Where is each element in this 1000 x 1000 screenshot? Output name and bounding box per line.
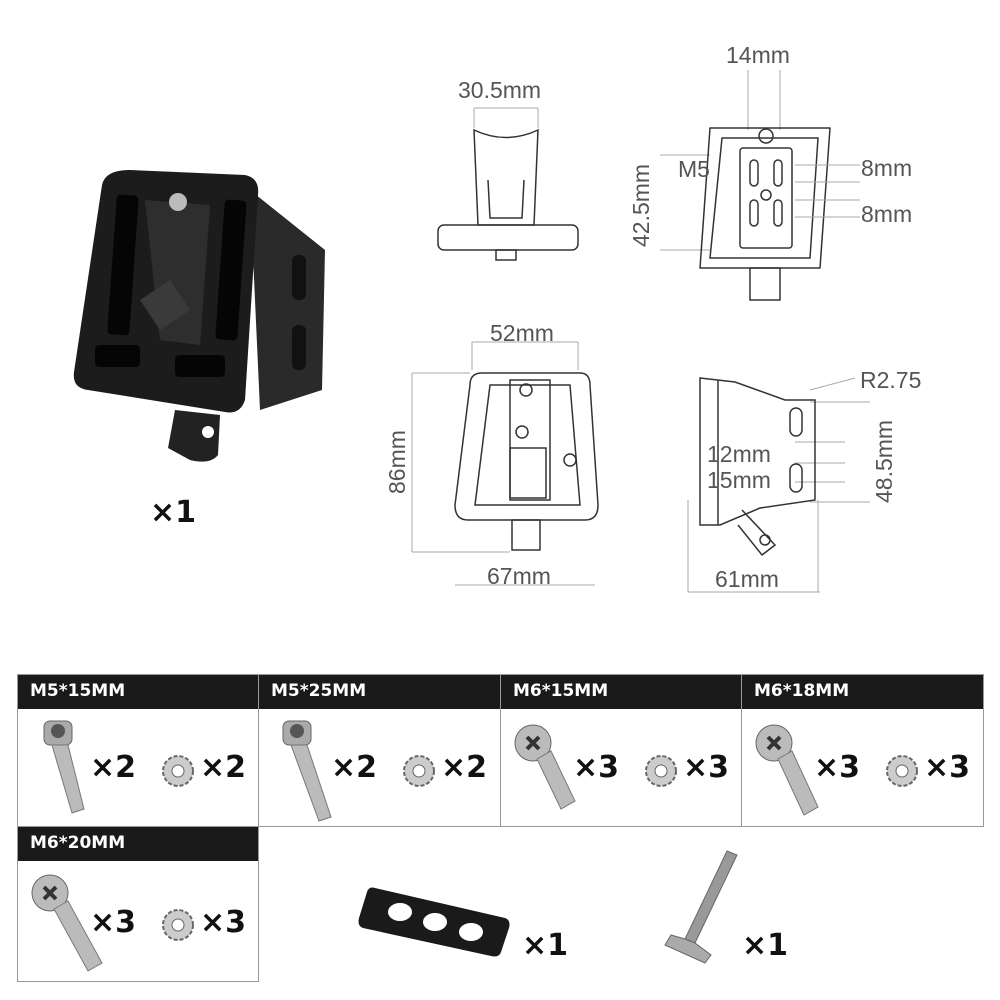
hardware-cell-m6-15: M6*15MM ×3 ×3	[500, 674, 742, 827]
washer-icon	[162, 755, 194, 787]
main-mount-image	[73, 170, 325, 462]
dim-hole-length: 15mm	[707, 467, 771, 493]
hardware-cell-m5-15: M5*15MM ×2 ×2	[17, 674, 259, 827]
screw-qty: ×2	[331, 750, 378, 785]
hardware-label: M5*25MM	[271, 681, 367, 701]
hardware-header: M6*15MM	[501, 675, 741, 709]
washer-icon	[645, 755, 677, 787]
dim-hole-spacing: 12mm	[707, 441, 771, 467]
mounting-plate-icon	[358, 887, 510, 957]
dim-front-height: 86mm	[384, 430, 410, 494]
dim-top-width: 30.5mm	[458, 77, 542, 103]
washer-qty: ×3	[200, 905, 247, 940]
washer-qty: ×2	[441, 750, 488, 785]
dim-front-top-width: 52mm	[490, 320, 554, 346]
washer-qty: ×3	[683, 750, 730, 785]
washer-icon	[886, 755, 918, 787]
hardware-header: M5*15MM	[18, 675, 258, 709]
dim-radius: R2.75	[860, 367, 922, 393]
side-view-drawing	[687, 377, 870, 593]
main-mount-qty: ×1	[150, 495, 197, 530]
washer-qty: ×2	[200, 750, 247, 785]
hardware-cell-m6-20: M6*20MM ×3 ×3	[17, 826, 259, 982]
top-view-drawing	[437, 107, 579, 261]
hex-key-icon	[664, 850, 738, 964]
washer-icon	[403, 755, 435, 787]
plate-qty: ×1	[522, 928, 569, 963]
dim-side-height: 48.5mm	[871, 419, 897, 503]
back-view-drawing	[660, 70, 860, 301]
front-view-drawing	[411, 341, 599, 586]
dim-thread: M5	[678, 156, 710, 182]
countersunk-screw-icon	[755, 724, 819, 816]
hardware-header: M6*18MM	[742, 675, 983, 709]
socket-screw-icon	[43, 720, 85, 814]
dim-front-bottom-width: 67mm	[487, 563, 551, 589]
socket-screw-icon	[282, 720, 332, 822]
screw-qty: ×3	[90, 905, 137, 940]
screw-qty: ×3	[814, 750, 861, 785]
hardware-header: M6*20MM	[18, 827, 258, 861]
hardware-label: M6*18MM	[754, 681, 850, 701]
dim-side-depth: 61mm	[715, 566, 779, 592]
countersunk-screw-icon	[31, 874, 103, 972]
hardware-cell-m5-25: M5*25MM ×2 ×2	[258, 674, 501, 827]
screw-qty: ×3	[573, 750, 620, 785]
dim-slot-top: 8mm	[861, 155, 913, 181]
washer-qty: ×3	[924, 750, 971, 785]
dim-slot-bottom: 8mm	[861, 201, 913, 227]
hardware-label: M5*15MM	[30, 681, 126, 701]
countersunk-screw-icon	[514, 724, 576, 810]
dim-back-width: 14mm	[726, 42, 790, 68]
dim-back-height: 42.5mm	[628, 163, 654, 247]
hardware-label: M6*15MM	[513, 681, 609, 701]
hardware-header: M5*25MM	[259, 675, 500, 709]
washer-icon	[162, 909, 194, 941]
hardware-label: M6*20MM	[30, 833, 126, 853]
key-qty: ×1	[742, 928, 789, 963]
hardware-cell-m6-18: M6*18MM ×3 ×3	[741, 674, 984, 827]
screw-qty: ×2	[90, 750, 137, 785]
